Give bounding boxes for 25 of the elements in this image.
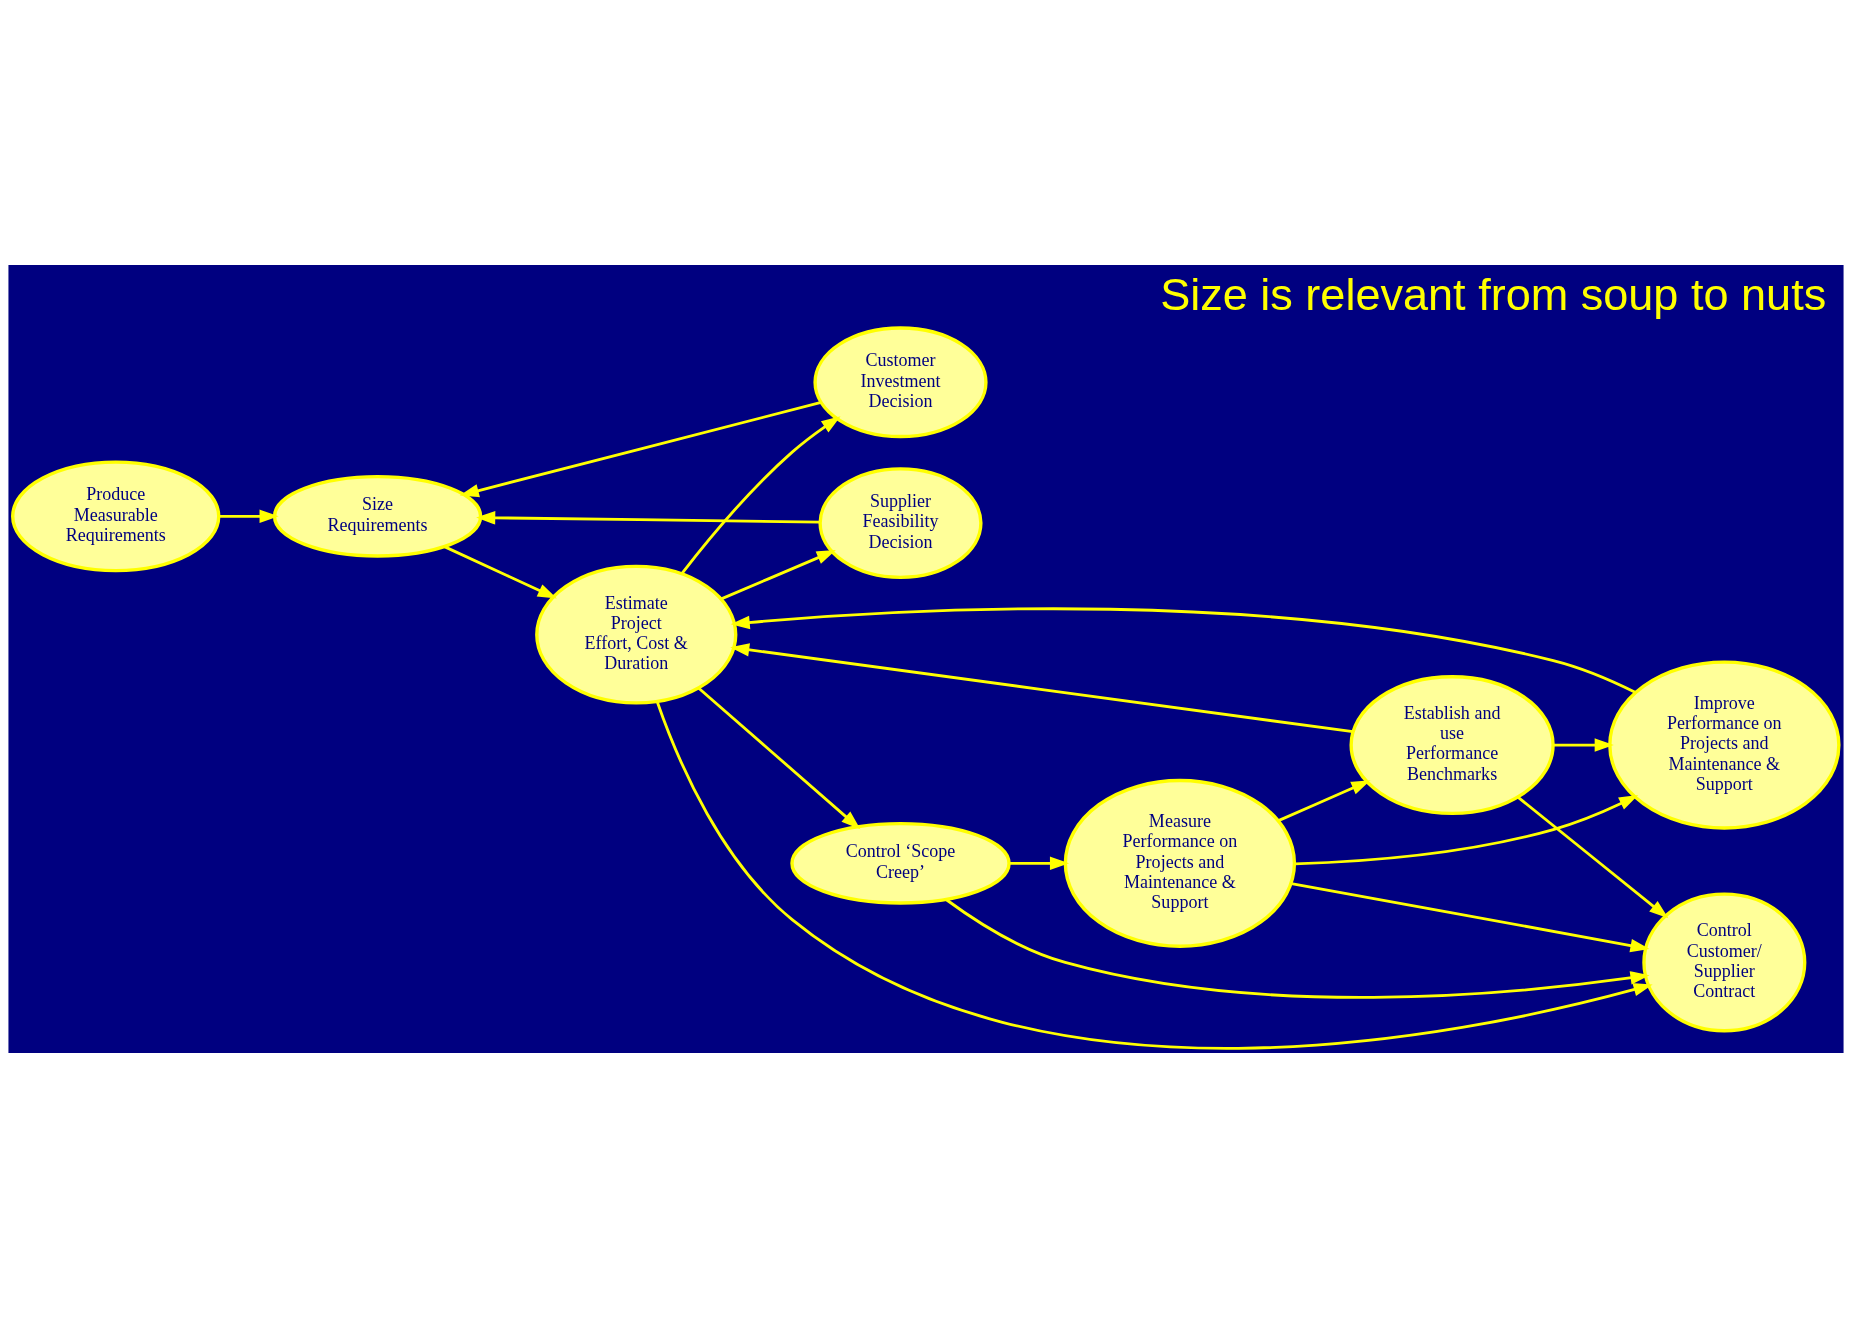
arrow xyxy=(1291,881,1650,952)
arrow xyxy=(443,544,557,599)
arrow xyxy=(720,549,836,600)
arrow xyxy=(697,686,861,829)
node-ellipse: Customer Investment Decision xyxy=(813,325,988,438)
arrow xyxy=(1294,794,1639,865)
arrow xyxy=(218,509,279,523)
arrow xyxy=(1009,856,1070,870)
node-ellipse: Supplier Feasibility Decision xyxy=(818,466,983,579)
arrow xyxy=(655,700,1653,1050)
diagram-title: Size is relevant from soup to nuts xyxy=(1160,268,1827,320)
arrow xyxy=(1277,779,1371,822)
arrow xyxy=(476,510,820,525)
arrow xyxy=(1553,737,1614,752)
node-ellipse: Control ‘Scope Creep’ xyxy=(790,821,1011,905)
node-ellipse: Improve Performance on Projects and Maintenance & Support xyxy=(1608,659,1841,830)
arrow xyxy=(1517,795,1669,918)
node-ellipse: Control Customer/ Supplier Contract xyxy=(1642,892,1807,1032)
arrow xyxy=(459,400,822,497)
arrow xyxy=(730,606,1637,694)
arrow xyxy=(730,642,1353,733)
node-ellipse: Produce Measurable Requirements xyxy=(11,459,221,572)
arrow xyxy=(680,415,841,574)
arrow xyxy=(945,897,1650,999)
node-ellipse: Measure Performance on Projects and Maintenance & Support xyxy=(1063,778,1297,948)
